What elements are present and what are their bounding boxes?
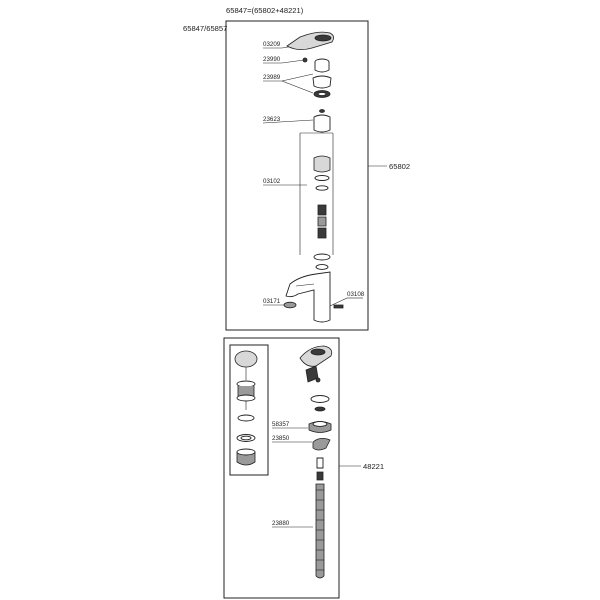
- waste-plug-part: [234, 350, 258, 368]
- cover-part: [312, 75, 332, 89]
- waste-inset-frame: [229, 344, 269, 476]
- waste-parts-drawing: [234, 350, 258, 466]
- top-assembly-code: 65802: [389, 162, 410, 171]
- part-label: 58357: [272, 421, 290, 428]
- bottom-part-labels: 58357 23850 23880: [272, 421, 313, 528]
- part-label: 03209: [263, 41, 281, 48]
- part-label: 23989: [263, 74, 281, 81]
- spout-body-part: [285, 271, 331, 323]
- lever-arm-part: [312, 438, 331, 451]
- part-label: 23623: [263, 116, 281, 123]
- popup-parts-drawing: [299, 345, 333, 579]
- part-label: 03171: [263, 298, 281, 305]
- aerator-part: [283, 301, 297, 309]
- flange-ring-part: [310, 395, 330, 403]
- model-codes: 65847/65857: [183, 24, 227, 33]
- part-label: 23850: [272, 435, 290, 442]
- top-assembly-frame: [225, 20, 369, 331]
- top-part-labels: 03209 23990 23989 23623 03102 03108 0317…: [262, 41, 365, 307]
- part-label: 23880: [272, 520, 290, 527]
- top-parts-drawing: [283, 31, 344, 323]
- side-screw-part: [333, 304, 344, 309]
- part-label: 03108: [347, 291, 365, 298]
- part-label: 23990: [263, 56, 281, 63]
- waste-washer-part: [237, 414, 255, 422]
- assembly-title: 65847=(65802+48221): [226, 6, 304, 15]
- bottom-assembly-frame: [223, 337, 340, 599]
- cartridge-part: [319, 109, 325, 113]
- bottom-assembly-code: 48221: [363, 462, 384, 471]
- flexible-hose-part: [315, 483, 325, 579]
- part-label: 03102: [263, 178, 281, 185]
- screw-part: [302, 57, 308, 63]
